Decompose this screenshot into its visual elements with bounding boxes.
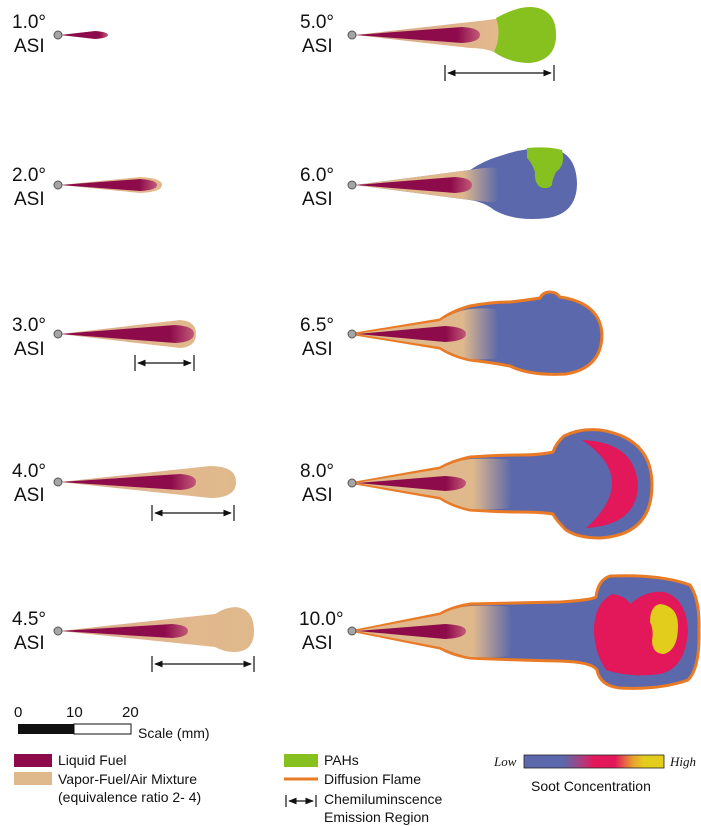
- nozzle-icon: [54, 478, 62, 486]
- stage-6-0: 6.0° ASI: [300, 147, 577, 219]
- scale-segment-black: [18, 724, 74, 734]
- stage-unit-label: ASI: [14, 339, 45, 360]
- nozzle-icon: [54, 627, 62, 635]
- legend-diffusion-flame-label: Diffusion Flame: [324, 771, 421, 787]
- legend-chemi-label: Chemiluminscence: [324, 791, 442, 807]
- nozzle-icon: [348, 330, 356, 338]
- stage-5-0: 5.0° ASI: [300, 7, 556, 81]
- stage-angle-label: 4.5°: [12, 609, 46, 630]
- scale-tick-10: 10: [66, 704, 83, 721]
- nozzle-icon: [54, 31, 62, 39]
- stage-angle-label: 3.0°: [12, 315, 46, 336]
- scale-tick-20: 20: [122, 704, 139, 721]
- stage-angle-label: 6.5°: [300, 315, 334, 336]
- nozzle-icon: [348, 31, 356, 39]
- legend-chemi-icon: [286, 795, 316, 807]
- stage-angle-label: 4.0°: [12, 461, 46, 482]
- stage-unit-label: ASI: [14, 633, 45, 654]
- stage-angle-label: 8.0°: [300, 461, 334, 482]
- nozzle-icon: [348, 181, 356, 189]
- nozzle-icon: [348, 479, 356, 487]
- stage-unit-label: ASI: [302, 633, 333, 654]
- stage-1-0: 1.0° ASI: [12, 12, 108, 57]
- stage-unit-label: ASI: [14, 189, 45, 210]
- stage-angle-label: 5.0°: [300, 12, 334, 33]
- stage-angle-label: 1.0°: [12, 12, 46, 33]
- legend-liquid-fuel-label: Liquid Fuel: [58, 752, 127, 768]
- stage-3-0: 3.0° ASI: [12, 315, 196, 371]
- chemiluminescence-range: [445, 65, 554, 81]
- stage-angle-label: 10.0°: [299, 609, 344, 630]
- legend-vapor-label: Vapor-Fuel/Air Mixture: [58, 771, 197, 787]
- stage-angle-label: 6.0°: [300, 165, 334, 186]
- soot-concentration-title: Soot Concentration: [531, 778, 651, 794]
- stage-6-5: 6.5° ASI: [300, 292, 602, 374]
- legend-vapor-sublabel: (equivalence ratio 2- 4): [58, 789, 201, 805]
- stage-unit-label: ASI: [14, 36, 45, 57]
- legend-vapor-swatch: [14, 772, 52, 785]
- stage-unit-label: ASI: [302, 339, 333, 360]
- nozzle-icon: [54, 330, 62, 338]
- stage-10-0: 10.0° ASI: [299, 576, 699, 689]
- legend-pahs-swatch: [284, 754, 318, 767]
- nozzle-icon: [54, 181, 62, 189]
- legend-chemi-sublabel: Emission Region: [324, 809, 429, 825]
- soot-low-label: Low: [493, 754, 517, 769]
- nozzle-icon: [348, 627, 356, 635]
- liquid-fuel-region: [60, 31, 108, 39]
- legend-liquid-fuel-swatch: [14, 754, 52, 767]
- soot-concentration-scale: [524, 755, 664, 768]
- chemiluminescence-range: [135, 355, 194, 371]
- stage-unit-label: ASI: [14, 485, 45, 506]
- legend-pahs-label: PAHs: [324, 752, 359, 768]
- stage-unit-label: ASI: [302, 36, 333, 57]
- scale-segment-white: [74, 724, 131, 734]
- stage-unit-label: ASI: [302, 189, 333, 210]
- chemiluminescence-range: [152, 656, 254, 672]
- chemiluminescence-range: [152, 505, 234, 521]
- stage-8-0: 8.0° ASI: [300, 430, 652, 538]
- scale-label: Scale (mm): [138, 725, 210, 741]
- stage-2-0: 2.0° ASI: [12, 165, 162, 210]
- stage-unit-label: ASI: [302, 485, 333, 506]
- scale-bar: 0 10 20 Scale (mm): [14, 704, 210, 741]
- legend: Liquid Fuel Vapor-Fuel/Air Mixture (equi…: [14, 752, 696, 825]
- stage-angle-label: 2.0°: [12, 165, 46, 186]
- scale-tick-0: 0: [14, 704, 22, 721]
- soot-high-label: High: [669, 754, 696, 769]
- pahs-region: [494, 7, 556, 63]
- stage-4-0: 4.0° ASI: [12, 461, 236, 521]
- stage-4-5: 4.5° ASI: [12, 607, 254, 672]
